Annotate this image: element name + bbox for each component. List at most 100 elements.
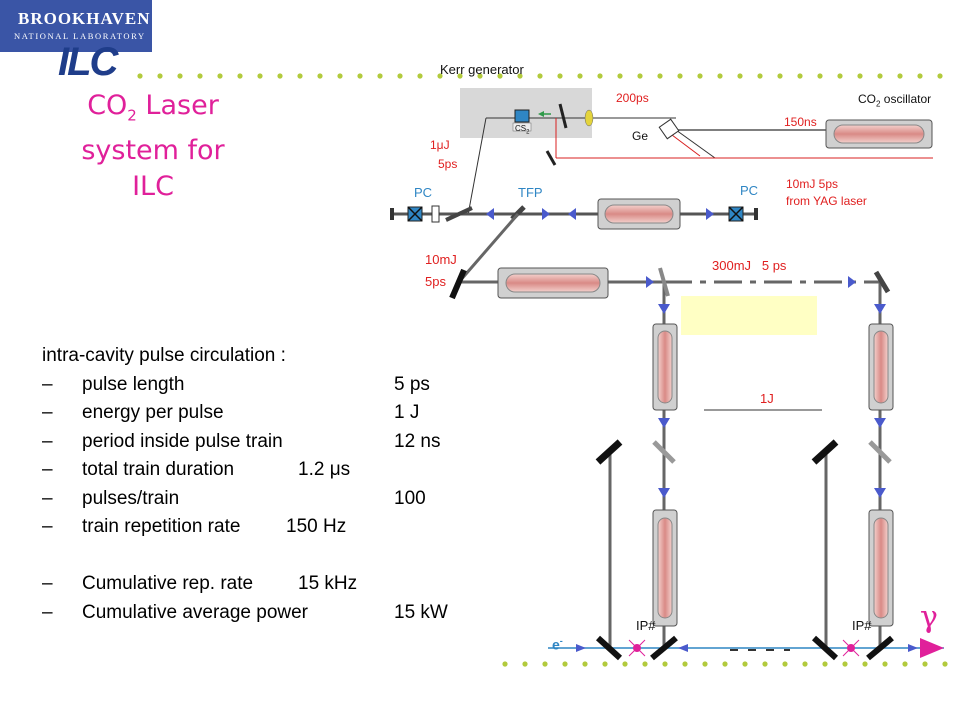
spec-row: – Cumulative average power 15 kW: [42, 599, 448, 628]
arrow-down-icon: [874, 304, 886, 314]
spec-value: 1.2 μs: [298, 459, 351, 480]
mirror-icon: [811, 439, 839, 465]
arrow-right-icon: [848, 276, 856, 288]
cs2-cell-icon: [512, 109, 532, 132]
energy-10mj-duration: 5ps: [425, 274, 446, 289]
kerr-generator-label: Kerr generator: [440, 62, 524, 77]
ring-tube-right-lower: [868, 509, 894, 627]
t150ns-label: 150ns: [784, 115, 817, 129]
spec-label: total train duration: [82, 459, 235, 480]
title-laser: Laser: [136, 90, 219, 121]
cs2-label: CS2: [515, 124, 529, 136]
arrowhead-icon: [538, 111, 544, 117]
energy-1uj-duration: 5ps: [438, 157, 458, 171]
osc-sub: 2: [876, 99, 881, 109]
arrow-down-icon: [874, 488, 886, 498]
tfp-arrow-left-icon: [486, 208, 494, 220]
spec-value: 100: [394, 487, 426, 509]
spec-label: energy per pulse: [82, 402, 224, 423]
bullet-dash: –: [42, 402, 53, 423]
pc-right-label: PC: [740, 183, 759, 198]
energy-300mj-label: 300mJ 5 ps: [712, 258, 787, 273]
gamma-label: γ: [920, 600, 938, 635]
ip-right-label: IP#: [852, 618, 872, 633]
arrow-right-icon: [646, 276, 654, 288]
cs2-sub: 2: [526, 129, 530, 136]
osc-co: CO: [858, 92, 876, 106]
title-line3: ILC: [132, 171, 174, 203]
ge-label: Ge: [632, 129, 649, 143]
logo-line2: NATIONAL LABORATORY: [14, 31, 146, 41]
spec-value: 12 ns: [394, 430, 441, 452]
spec-value: 1 J: [394, 402, 420, 423]
logo-line1: BROOKHAVEN: [18, 9, 151, 28]
red-lines: [555, 118, 933, 159]
arrow-down-icon: [658, 418, 670, 428]
spec-list: intra-cavity pulse circulation : – pulse …: [42, 342, 448, 628]
page-title: CO2 Laser system for ILC: [48, 88, 258, 205]
highlight-box: [681, 296, 817, 335]
dotted-rule-bottom: [502, 661, 948, 667]
pc-left-label: PC: [414, 185, 433, 200]
spec-value: 5 ps: [394, 373, 430, 395]
spec-row: – pulses/train 100: [42, 485, 426, 514]
gamma-arrow-icon: [920, 638, 944, 658]
co2-oscillator-tube: [825, 119, 933, 149]
mirror-icon: [866, 635, 894, 661]
tfp-arrow-right-icon: [542, 208, 550, 220]
spec-row: – total train duration 1.2 μs: [42, 456, 350, 485]
spec-value: 150 Hz: [286, 516, 347, 537]
bullet-dash: –: [42, 601, 53, 623]
energy-1uj-label: 1μJ: [430, 138, 450, 152]
mirror-icon: [595, 439, 623, 465]
mirror-icon: [873, 270, 891, 294]
electron-e: e: [552, 636, 560, 653]
spec-label: period inside pulse train: [82, 430, 283, 452]
electron-sup: -: [559, 636, 563, 646]
fold-mirror-icon: [545, 150, 557, 166]
ring-tube-right-upper: [868, 323, 894, 411]
yag-label-line1: 10mJ 5ps: [786, 177, 839, 191]
bullet-dash: –: [42, 459, 53, 480]
splitter-icon: [658, 267, 670, 297]
ilc-mark: ILC: [58, 40, 118, 84]
spec-row: – pulse length 5 ps: [42, 371, 430, 400]
spec-value: 15 kHz: [298, 573, 358, 594]
spec-label: Cumulative average power: [82, 601, 309, 623]
dotted-rule-top: [137, 73, 943, 79]
t200ps-label: 200ps: [616, 91, 649, 105]
arrow-down-icon: [658, 304, 670, 314]
title-co: CO: [87, 90, 128, 121]
spec-label: Cumulative rep. rate: [82, 573, 254, 594]
regen-amplifier-tube: [597, 198, 681, 230]
ip-point-right-icon: [842, 639, 860, 657]
title-sub-2: 2: [127, 106, 137, 125]
co2-oscillator-label: CO2 oscillator: [858, 92, 931, 108]
ge-plate-icon: [658, 118, 680, 140]
spec-label: pulses/train: [82, 487, 180, 509]
mirror-icon: [595, 635, 623, 661]
beam-arrow-icon: [678, 644, 688, 652]
title-line2: system for: [81, 135, 225, 167]
tfp-label: TFP: [518, 185, 543, 200]
bullet-dash: –: [42, 573, 53, 594]
arrow-right-icon: [706, 208, 714, 220]
spec-label: pulse length: [82, 373, 185, 395]
energy-10mj-label: 10mJ: [425, 252, 457, 267]
ip-point-left-icon: [628, 639, 646, 657]
brookhaven-logo: BROOKHAVEN NATIONAL LABORATORY: [0, 0, 152, 52]
spec-value: 15 kW: [394, 601, 448, 623]
bullet-dash: –: [42, 487, 53, 509]
kerr-mirror-icon: [558, 103, 568, 129]
mirror-icon: [449, 268, 467, 300]
energy-1j-label: 1J: [760, 391, 774, 406]
lens-icon: [584, 109, 594, 127]
arrow-down-icon: [874, 418, 886, 428]
spec-row: – Cumulative rep. rate 15 kHz: [42, 570, 357, 599]
spec-header: intra-cavity pulse circulation :: [42, 345, 286, 366]
splitter-icon: [652, 440, 676, 464]
pockels-cell-right-icon: [728, 206, 744, 222]
bullet-dash: –: [42, 373, 53, 395]
